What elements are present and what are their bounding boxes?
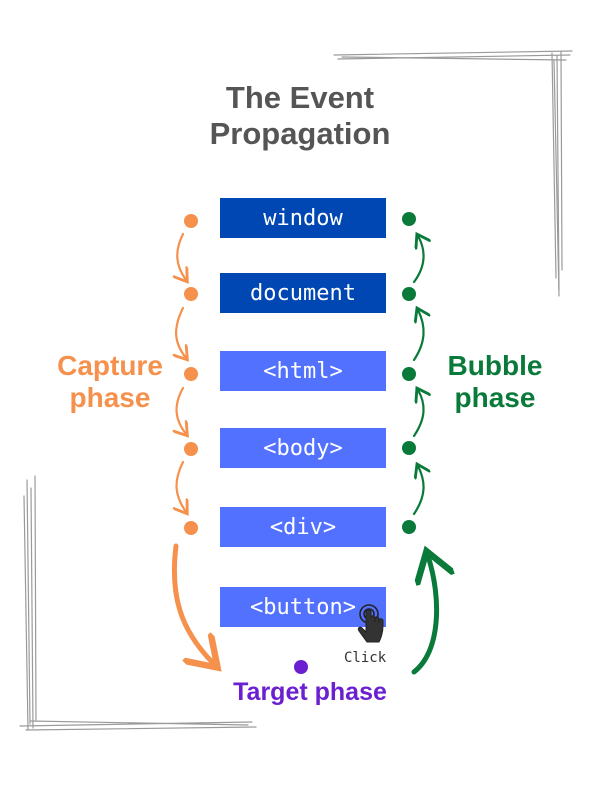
bubble-phase-label: Bubble phase <box>425 350 565 414</box>
target-phase-label: Target phase <box>233 678 387 706</box>
capture-arrow-to-target <box>171 543 214 664</box>
node-button: <button> <box>220 587 386 627</box>
bubble-arrow-1 <box>412 236 424 284</box>
capture-dot-body <box>184 442 198 456</box>
bubble-arrow-4 <box>412 466 424 516</box>
bubble-arrow-2 <box>412 310 424 362</box>
bubble-phase-label-line-2: phase <box>454 382 536 413</box>
capture-phase-label-line-1: Capture <box>57 350 163 381</box>
bubble-dot-window <box>402 212 416 226</box>
node-html: <html> <box>220 351 386 391</box>
bubble-phase-label-line-1: Bubble <box>447 350 543 381</box>
bubble-arrows <box>411 236 437 675</box>
diagram-title-line-2: Propagation <box>209 116 391 151</box>
node-div: <div> <box>220 507 386 547</box>
bubble-arrow-from-target <box>411 556 437 675</box>
bubble-dot-body <box>402 441 416 455</box>
diagram-title: The Event Propagation <box>150 80 450 152</box>
capture-dot-div <box>184 521 198 535</box>
bubble-arrow-3 <box>412 390 424 438</box>
capture-dot-html <box>184 367 198 381</box>
frame-top-right-corner <box>333 50 573 297</box>
node-window: window <box>220 198 386 238</box>
capture-arrow-1 <box>177 232 186 280</box>
bubble-dot-div <box>402 520 416 534</box>
capture-arrow-4 <box>177 460 186 512</box>
bubble-dot-document <box>402 287 416 301</box>
target-dot <box>294 660 308 674</box>
bubble-dots <box>402 212 416 534</box>
diagram-title-line-1: The Event <box>225 80 375 115</box>
capture-arrows <box>171 232 214 664</box>
frame-bottom-left-corner <box>19 475 257 731</box>
capture-dots <box>184 214 198 535</box>
bubble-dot-html <box>402 367 416 381</box>
capture-dot-document <box>184 287 198 301</box>
node-body: <body> <box>220 428 386 468</box>
capture-arrow-2 <box>176 306 186 358</box>
click-label: Click <box>344 650 387 666</box>
capture-dot-window <box>184 214 198 228</box>
pointer-hand-click-icon <box>357 604 384 643</box>
node-document: document <box>220 273 386 313</box>
capture-phase-label: Capture phase <box>40 350 180 414</box>
capture-phase-label-line-2: phase <box>69 382 151 413</box>
capture-arrow-3 <box>177 386 186 434</box>
